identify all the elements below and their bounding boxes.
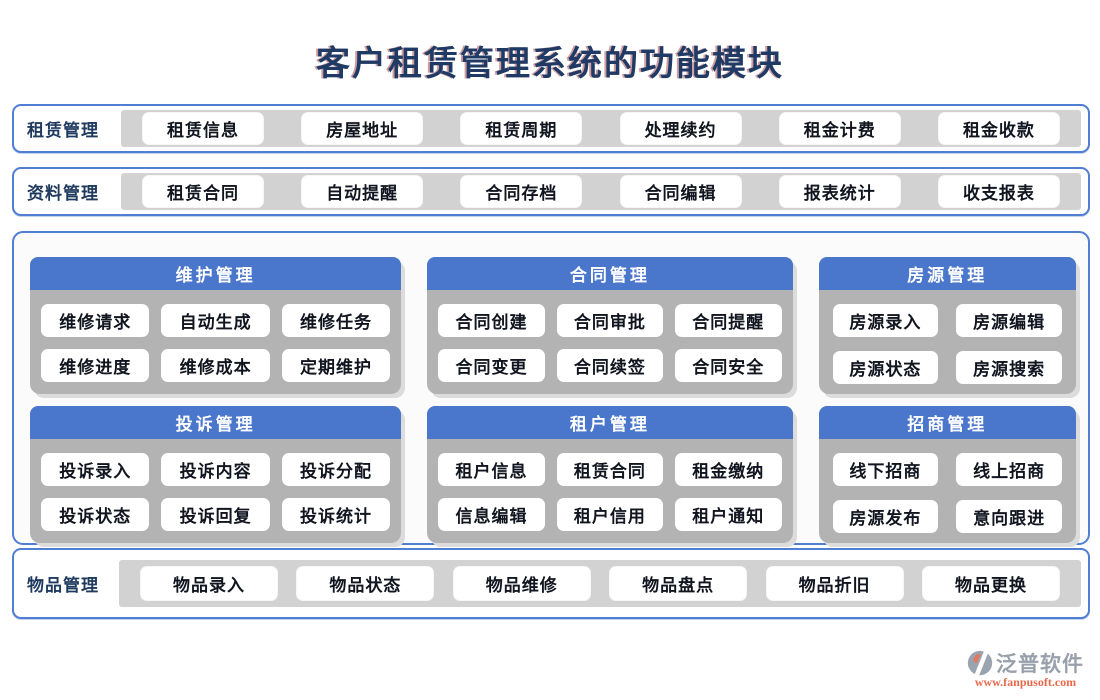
panel-title: 维护管理 bbox=[30, 257, 402, 290]
panel-body: 投诉录入投诉内容投诉分配投诉状态投诉回复投诉统计 bbox=[30, 439, 401, 541]
module-panels-container: 维护管理维修请求自动生成维修任务维修进度维修成本定期维护合同管理合同创建合同审批… bbox=[12, 231, 1090, 545]
module-button[interactable]: 维修进度 bbox=[41, 349, 150, 382]
panel: 租户管理租户信息租赁合同租金缴纳信息编辑租户信用租户通知 bbox=[427, 406, 793, 543]
band-item-management: 物品管理 物品录入物品状态物品维修物品盘点物品折旧物品更换 bbox=[12, 548, 1090, 619]
panel-title: 投诉管理 bbox=[30, 406, 402, 439]
module-button[interactable]: 合同提醒 bbox=[675, 304, 782, 337]
module-button[interactable]: 合同审批 bbox=[556, 304, 664, 337]
panel-body: 租户信息租赁合同租金缴纳信息编辑租户信用租户通知 bbox=[427, 439, 792, 541]
module-button[interactable]: 投诉录入 bbox=[41, 453, 150, 486]
brand-name: 泛普软件 bbox=[996, 652, 1084, 676]
page-title: 客户租赁管理系统的功能模块 bbox=[316, 46, 784, 83]
panel: 合同管理合同创建合同审批合同提醒合同变更合同续签合同安全 bbox=[427, 257, 793, 394]
module-button[interactable]: 物品录入 bbox=[141, 567, 277, 600]
band-data-management-strip: 租赁合同 自动提醒 合同存档 合同编辑 报表统计 收支报表 bbox=[121, 173, 1081, 210]
module-button[interactable]: 投诉内容 bbox=[161, 453, 270, 486]
module-button[interactable]: 合同创建 bbox=[438, 304, 545, 337]
module-button[interactable]: 维修成本 bbox=[161, 349, 270, 382]
module-button[interactable]: 合同编辑 bbox=[620, 176, 741, 207]
fanpu-logo-icon bbox=[967, 650, 993, 676]
panel: 投诉管理投诉录入投诉内容投诉分配投诉状态投诉回复投诉统计 bbox=[30, 406, 402, 543]
module-button[interactable]: 租赁合同 bbox=[143, 176, 263, 207]
band-item-management-label: 物品管理 bbox=[27, 576, 99, 595]
module-button[interactable]: 物品盘点 bbox=[610, 567, 747, 600]
module-button[interactable]: 房源状态 bbox=[832, 351, 939, 384]
module-button[interactable]: 租户通知 bbox=[675, 498, 782, 531]
module-button[interactable]: 房源录入 bbox=[832, 304, 939, 337]
band-rental-management: 租赁管理 租赁信息 房屋地址 租赁周期 处理续约 租金计费 租金收款 bbox=[12, 104, 1090, 153]
panel-title: 租户管理 bbox=[427, 406, 793, 439]
panel: 招商管理线下招商线上招商房源发布意向跟进 bbox=[818, 406, 1076, 543]
module-button[interactable]: 投诉统计 bbox=[281, 498, 391, 531]
module-button[interactable]: 线上招商 bbox=[956, 453, 1062, 486]
module-button[interactable]: 物品更换 bbox=[922, 567, 1059, 600]
module-button[interactable]: 投诉状态 bbox=[41, 498, 150, 531]
module-button[interactable]: 合同续签 bbox=[556, 349, 664, 382]
module-button[interactable]: 意向跟进 bbox=[956, 500, 1062, 533]
module-button[interactable]: 自动生成 bbox=[161, 304, 270, 337]
module-button[interactable]: 物品状态 bbox=[297, 567, 434, 600]
module-button[interactable]: 租赁周期 bbox=[461, 113, 582, 144]
panel-body: 线下招商线上招商房源发布意向跟进 bbox=[819, 439, 1076, 543]
panel-body: 合同创建合同审批合同提醒合同变更合同续签合同安全 bbox=[427, 290, 792, 392]
brand-footer: 泛普软件 www.fanpusoft.com bbox=[967, 648, 1084, 690]
band-data-management-label: 资料管理 bbox=[27, 184, 99, 203]
module-button[interactable]: 租金缴纳 bbox=[675, 453, 782, 486]
band-item-management-strip: 物品录入物品状态物品维修物品盘点物品折旧物品更换 bbox=[119, 560, 1081, 607]
module-button[interactable]: 投诉分配 bbox=[281, 453, 391, 486]
module-button[interactable]: 租赁信息 bbox=[143, 113, 263, 144]
band-rental-management-label: 租赁管理 bbox=[27, 121, 99, 140]
module-button[interactable]: 房源编辑 bbox=[956, 304, 1062, 337]
module-button[interactable]: 租户信息 bbox=[438, 453, 545, 486]
module-button[interactable]: 信息编辑 bbox=[438, 498, 545, 531]
module-button[interactable]: 房源发布 bbox=[832, 500, 939, 533]
panel-title: 招商管理 bbox=[818, 406, 1076, 439]
band-rental-management-strip: 租赁信息 房屋地址 租赁周期 处理续约 租金计费 租金收款 bbox=[121, 110, 1081, 147]
panel-body: 房源录入房源编辑房源状态房源搜索 bbox=[819, 290, 1076, 394]
module-button[interactable]: 报表统计 bbox=[779, 176, 900, 207]
module-button[interactable]: 定期维护 bbox=[281, 349, 391, 382]
panel-title: 房源管理 bbox=[818, 257, 1076, 290]
panel-body: 维修请求自动生成维修任务维修进度维修成本定期维护 bbox=[30, 290, 401, 392]
module-button[interactable]: 房源搜索 bbox=[956, 351, 1062, 384]
module-button[interactable]: 物品维修 bbox=[453, 567, 590, 600]
module-button[interactable]: 处理续约 bbox=[620, 113, 741, 144]
panel-title: 合同管理 bbox=[427, 257, 793, 290]
panel: 维护管理维修请求自动生成维修任务维修进度维修成本定期维护 bbox=[30, 257, 402, 394]
module-button[interactable]: 租赁合同 bbox=[556, 453, 664, 486]
module-button[interactable]: 租金收款 bbox=[938, 113, 1059, 144]
module-button[interactable]: 房屋地址 bbox=[302, 113, 423, 144]
brand-url: www.fanpusoft.com bbox=[974, 675, 1077, 689]
module-button[interactable]: 投诉回复 bbox=[161, 498, 270, 531]
module-button[interactable]: 合同变更 bbox=[438, 349, 545, 382]
module-button[interactable]: 维修请求 bbox=[41, 304, 150, 337]
module-button[interactable]: 自动提醒 bbox=[302, 176, 423, 207]
module-button[interactable]: 收支报表 bbox=[938, 176, 1059, 207]
module-button[interactable]: 租户信用 bbox=[556, 498, 664, 531]
module-button[interactable]: 租金计费 bbox=[779, 113, 900, 144]
module-button[interactable]: 维修任务 bbox=[281, 304, 391, 337]
band-data-management: 资料管理 租赁合同 自动提醒 合同存档 合同编辑 报表统计 收支报表 bbox=[12, 167, 1090, 216]
module-button[interactable]: 物品折旧 bbox=[766, 567, 903, 600]
module-button[interactable]: 合同存档 bbox=[461, 176, 582, 207]
module-button[interactable]: 线下招商 bbox=[832, 453, 939, 486]
panel: 房源管理房源录入房源编辑房源状态房源搜索 bbox=[818, 257, 1076, 394]
module-button[interactable]: 合同安全 bbox=[675, 349, 782, 382]
